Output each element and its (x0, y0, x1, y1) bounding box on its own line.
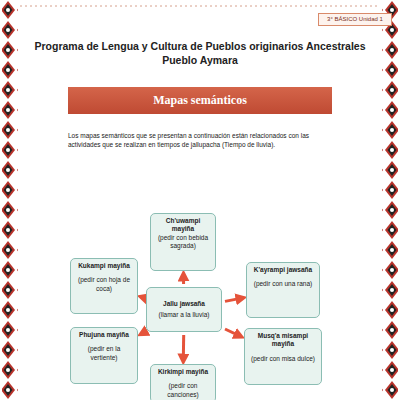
arrow-connector (225, 298, 243, 302)
concept-box: Kukampi mayiña (pedir con hoja de coca) (70, 258, 138, 314)
node-heading: 3° BÁSICO Unidad 1 (321, 16, 389, 23)
concept-box: Musq'a misampi mayiña (pedir con misa dul… (244, 328, 322, 385)
node-body: (pedir en la vertiente) (74, 345, 134, 362)
concept-box: Jallu jawsaña (llamar a la lluvia) (146, 287, 222, 332)
page-subtitle: Pueblo Aymara (30, 54, 370, 66)
node-body: (pedir con hoja de coca) (74, 276, 134, 293)
arrow-connector (141, 333, 143, 334)
node-heading: Ch'uwampi mayiña (154, 217, 212, 234)
node-heading: Musq'a misampi mayiña (248, 332, 318, 349)
node-body: (pedir con misa dulce) (248, 355, 318, 363)
concept-box: K'ayrampi jawsaña (pedir con una rana) (246, 262, 320, 318)
node-heading: Mapas semánticos (72, 93, 328, 108)
node-heading: Kukampi mayiña (74, 262, 134, 270)
right-border (382, 0, 398, 400)
top-rule (20, 6, 380, 7)
section-banner: Mapas semánticos (68, 87, 332, 114)
left-border (2, 0, 18, 400)
intro-paragraph: Los mapas semánticos que se presentan a … (68, 131, 334, 150)
arrow-connector (225, 329, 241, 337)
node-heading: K'ayrampi jawsaña (250, 266, 316, 274)
node-body: (pedir con canciones) (154, 382, 212, 399)
node-body: (pedir con bebida sagrada) (154, 234, 212, 251)
page-title: Programa de Lengua y Cultura de Pueblos … (30, 40, 370, 52)
concept-box: Kirkimpi mayiña (pedir con canciones) (150, 364, 216, 400)
node-body: (pedir con una rana) (250, 280, 316, 288)
node-body: (llamar a la lluvia) (150, 311, 218, 319)
arrow-connector (182, 335, 185, 361)
unit-tag: 3° BÁSICO Unidad 1 (318, 13, 392, 26)
node-heading: Jallu jawsaña (150, 300, 218, 308)
concept-box: Ch'uwampi mayiña(pedir con bebida sagrad… (150, 213, 216, 271)
node-heading: Kirkimpi mayiña (154, 368, 212, 376)
arrow-connector (141, 295, 143, 299)
arrow-connector (182, 274, 185, 284)
concept-box: Phujuna mayiña (pedir en la vertiente) (70, 327, 138, 384)
node-heading: Phujuna mayiña (74, 331, 134, 339)
